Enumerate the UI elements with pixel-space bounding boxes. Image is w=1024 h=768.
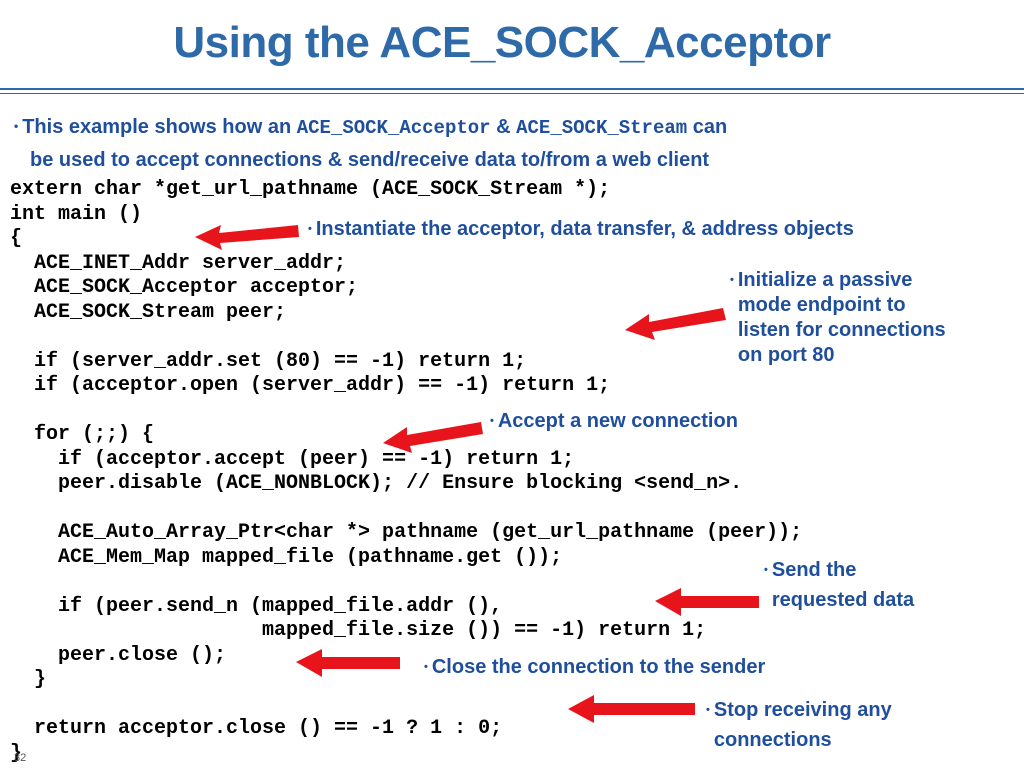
arrow-left-icon (296, 649, 400, 677)
intro-code-acceptor: ACE_SOCK_Acceptor (296, 117, 491, 139)
code-line: return acceptor.close () == -1 ? 1 : 0; (10, 717, 503, 740)
intro-bullet: •This example shows how an ACE_SOCK_Acce… (14, 110, 1014, 176)
code-line: ACE_SOCK_Stream peer; (10, 300, 287, 324)
bullet-icon: • (14, 119, 19, 133)
code-line: { (10, 227, 23, 250)
annotation-send: •Send the requested data (764, 555, 984, 615)
bullet-icon: • (424, 661, 428, 673)
arrow-left-icon (625, 308, 726, 340)
code-line: if (server_addr.set (80) == -1) return 1… (10, 349, 527, 373)
annotation-stop: •Stop receiving any connections (706, 695, 966, 755)
annotation-close: •Close the connection to the sender (424, 655, 765, 680)
page-number: 32 (14, 752, 27, 764)
code-line: peer.close (); (10, 643, 227, 667)
annotation-text: Instantiate the acceptor, data transfer,… (315, 218, 854, 240)
slide-title: Using the ACE_SOCK_Acceptor (173, 18, 831, 67)
arrow-left-icon (383, 422, 483, 453)
code-line: extern char *get_url_pathname (ACE_SOCK_… (10, 178, 611, 201)
code-line: peer.disable (ACE_NONBLOCK); // Ensure b… (10, 472, 743, 495)
code-line: ACE_SOCK_Acceptor acceptor; (10, 276, 359, 299)
code-line: int main () (10, 202, 143, 226)
code-line: ACE_Mem_Map mapped_file (pathname.get ()… (10, 545, 563, 569)
intro-text-3: can (687, 116, 728, 138)
intro-line-1: •This example shows how an ACE_SOCK_Acce… (14, 110, 1014, 144)
annotation-instantiate: •Instantiate the acceptor, data transfer… (308, 217, 854, 242)
title-divider (0, 88, 1024, 90)
intro-line-2: be used to accept connections & send/rec… (30, 149, 710, 171)
code-line: if (acceptor.open (server_addr) == -1) r… (10, 374, 611, 397)
bullet-icon: • (490, 415, 494, 427)
annotation-text: Stop receiving any connections (713, 699, 892, 751)
code-line: for (;;) { (10, 423, 155, 446)
annotation-text: Initialize a passive mode endpoint to li… (737, 269, 946, 366)
arrow-left-icon (568, 695, 695, 723)
code-line: } (10, 741, 23, 765)
intro-text-2: & (490, 116, 517, 138)
bullet-icon: • (764, 564, 768, 576)
code-line: ACE_INET_Addr server_addr; (10, 251, 347, 275)
arrow-left-icon (655, 588, 759, 616)
bullet-icon: • (706, 704, 710, 716)
code-line: ACE_Auto_Array_Ptr<char *> pathname (get… (10, 521, 803, 544)
bullet-icon: • (308, 223, 312, 235)
intro-text-1: This example shows how an (22, 116, 297, 138)
annotation-text: Send the requested data (771, 559, 915, 611)
code-line: if (acceptor.accept (peer) == -1) return… (10, 447, 575, 471)
code-line: if (peer.send_n (mapped_file.addr (), (10, 594, 503, 618)
code-listing: extern char *get_url_pathname (ACE_SOCK_… (10, 178, 802, 766)
annotation-accept: •Accept a new connection (490, 409, 738, 434)
intro-code-stream: ACE_SOCK_Stream (516, 117, 688, 139)
bullet-icon: • (730, 274, 734, 286)
code-line: } (10, 668, 47, 691)
annotation-text: Accept a new connection (497, 410, 738, 432)
arrow-left-icon (195, 225, 299, 250)
annotation-text: Close the connection to the sender (431, 656, 766, 678)
code-line: mapped_file.size ()) == -1) return 1; (10, 619, 707, 642)
annotation-initialize: •Initialize a passive mode endpoint to l… (730, 268, 1020, 368)
code-line (10, 497, 802, 522)
title-divider-thin (0, 93, 1024, 94)
